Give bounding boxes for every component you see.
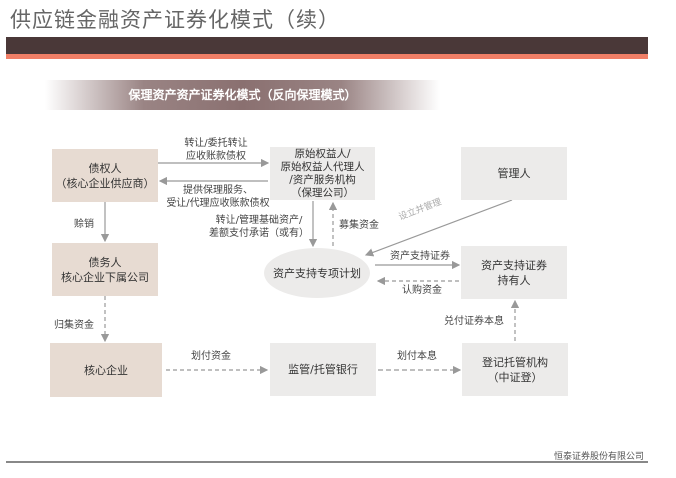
- label-writeoff: 赊销: [74, 219, 94, 230]
- footer-company: 恒泰证券股份有限公司: [553, 452, 644, 462]
- node-registry: 登记托管机构 （中证登）: [462, 343, 568, 396]
- node-holder: 资产支持证券 持有人: [461, 246, 567, 299]
- footer-divider: [6, 461, 648, 463]
- label-pay-funds: 划付资金: [191, 351, 231, 362]
- label-transfer: 转让/委托转让 应收账款债权: [184, 138, 248, 162]
- node-manager: 管理人: [461, 147, 567, 200]
- label-collect: 归集资金: [54, 320, 94, 331]
- label-securities: 资产支持证券: [390, 251, 450, 262]
- label-redeem: 兑付证券本息: [444, 316, 504, 327]
- diagram-title: 保理资产资产证券化模式（反向保理模式）: [45, 80, 440, 110]
- node-debtor: 债务人 核心企业下属公司: [52, 243, 158, 296]
- label-raise: 募集资金: [339, 220, 379, 231]
- label-manage-assets: 转让/管理基础资产/ 差额支付承诺（或有）: [209, 215, 309, 239]
- page-title: 供应链金融资产证券化模式（续）: [10, 8, 340, 32]
- label-factoring: 提供保理服务、 受让/代理应收账款债权: [166, 185, 270, 209]
- node-core-enterprise: 核心企业: [50, 343, 162, 397]
- arrow-setup: [364, 199, 513, 257]
- node-originator: 原始权益人/ 原始权益人代理人 /资产服务机构 （保理公司）: [270, 147, 375, 200]
- label-pay-pi: 划付本息: [397, 351, 437, 362]
- node-creditor: 债权人 （核心企业供应商）: [52, 149, 158, 202]
- header-bar: [6, 37, 648, 54]
- header-accent-strip: [6, 54, 648, 59]
- node-spv: 资产支持专项计划: [264, 248, 370, 298]
- label-subscribe: 认购资金: [402, 285, 442, 296]
- node-bank: 监管/托管银行: [270, 343, 376, 396]
